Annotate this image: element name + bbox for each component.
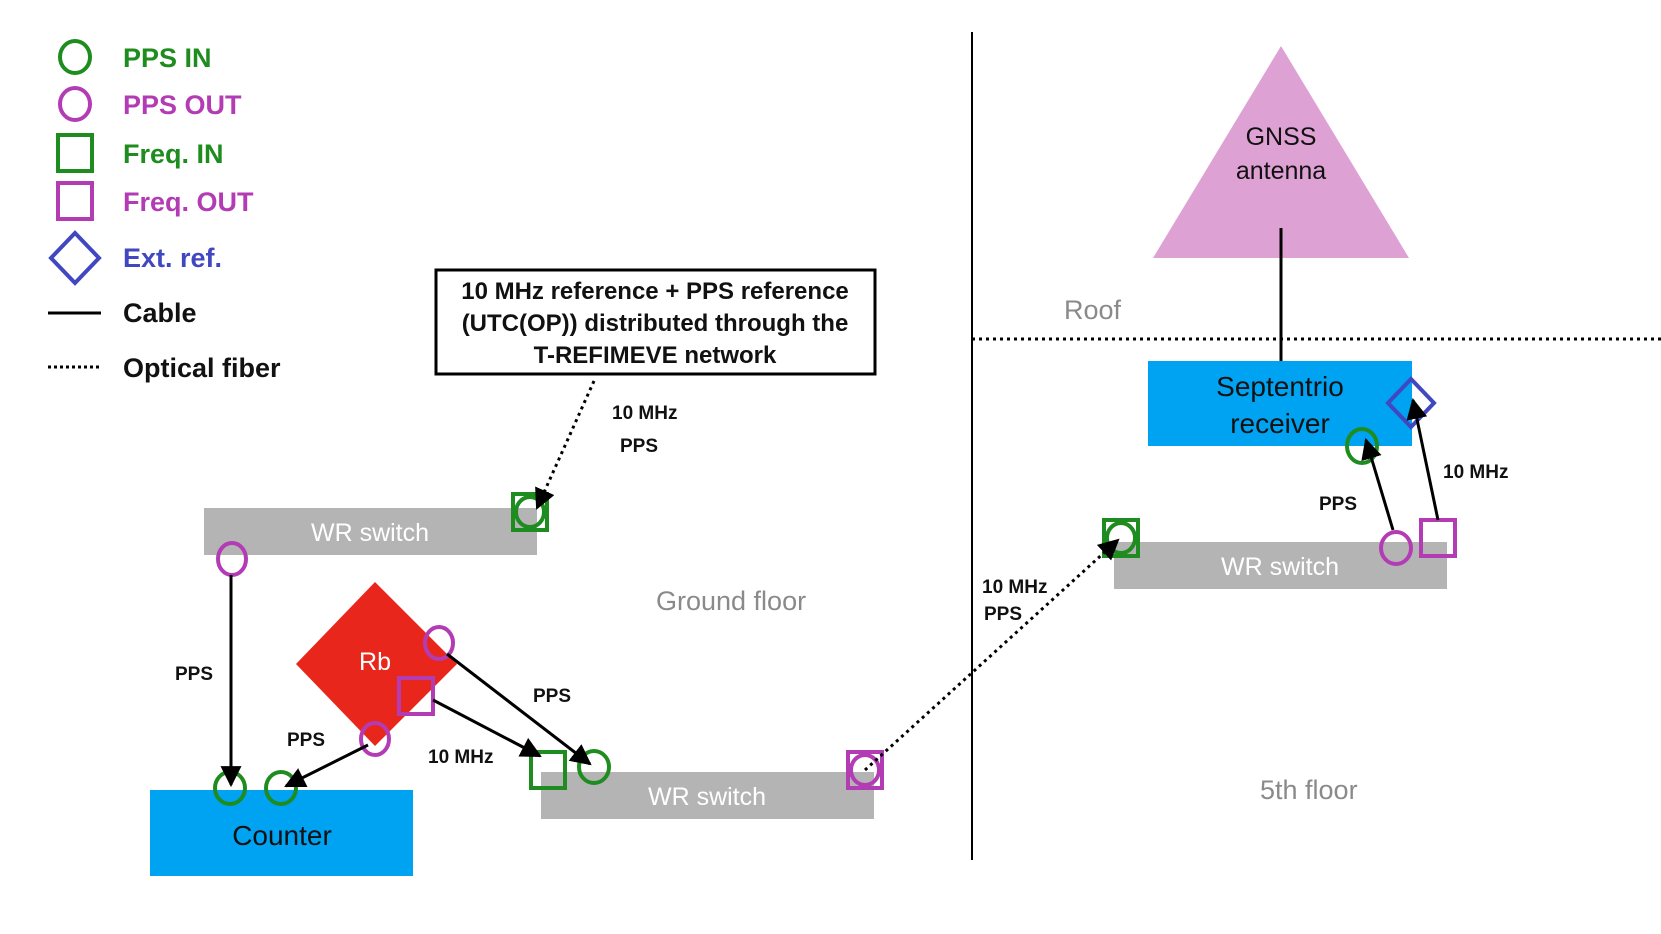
zone-ground-floor: Ground floor — [656, 586, 806, 616]
wr-switch-top-label: WR switch — [311, 519, 429, 547]
wr-switch-bottom-label: WR switch — [648, 783, 766, 811]
wr-right-pps-out-port — [1379, 530, 1413, 566]
label-rb-wr-10mhz: 10 MHz — [428, 747, 493, 768]
wr-top-freq-in-port — [511, 492, 549, 532]
septentrio-line1: Septentrio — [1216, 371, 1344, 402]
legend-freq-in-label: Freq. IN — [123, 139, 224, 169]
fiber-reference-to-wr-top — [535, 380, 596, 510]
wr-switch-right-label: WR switch — [1221, 553, 1339, 581]
legend-pps-in-label: PPS IN — [123, 43, 212, 73]
reference-box: 10 MHz reference + PPS reference (UTC(OP… — [434, 268, 877, 376]
cable-rb-to-counter — [284, 743, 369, 788]
wr-switch-bottom: WR switch — [541, 772, 874, 819]
wr-right-freq-in-port — [1102, 518, 1140, 558]
label-septentrio-10mhz: 10 MHz — [1443, 462, 1508, 483]
wr-switch-right: WR switch — [1114, 542, 1447, 589]
label-fiber-pps: PPS — [984, 604, 1022, 625]
label-ref-pps: PPS — [620, 436, 658, 457]
reference-box-line1: 10 MHz reference + PPS reference — [461, 278, 849, 305]
legend: PPS IN PPS OUT Freq. IN Freq. OUT Ext. r… — [48, 39, 281, 383]
cable-rb-pps-to-wr-bottom — [446, 652, 592, 766]
label-rb-counter-pps: PPS — [287, 730, 325, 751]
wr-switch-top: WR switch — [204, 508, 537, 555]
legend-freq-in-icon — [56, 133, 94, 173]
wr-bottom-freq-out-port — [846, 750, 884, 790]
reference-box-line2: (UTC(OP)) distributed through the — [462, 310, 849, 337]
wr-right-pps-in-port — [1105, 521, 1137, 555]
wr-bottom-freq-in-port — [529, 750, 567, 790]
legend-ext-ref-label: Ext. ref. — [123, 243, 222, 273]
label-ref-10mhz: 10 MHz — [612, 403, 677, 424]
legend-pps-in-icon — [58, 39, 92, 75]
rb-pps-out-port-1 — [423, 625, 455, 661]
legend-pps-out-label: PPS OUT — [123, 90, 242, 120]
cable-wr-right-pps-to-septentrio — [1361, 437, 1395, 531]
legend-ext-ref-icon — [48, 230, 102, 286]
label-wr-top-counter-pps: PPS — [175, 664, 213, 685]
rb-pps-out-port-2 — [359, 721, 391, 757]
counter-pps-in-port-2 — [264, 770, 298, 806]
rb-freq-out-port — [397, 676, 435, 716]
legend-cable-label: Cable — [123, 298, 197, 328]
septentrio-receiver: Septentrio receiver — [1148, 361, 1412, 446]
counter-label: Counter — [232, 820, 332, 851]
gnss-antenna-line1: GNSS — [1246, 123, 1317, 151]
label-septentrio-pps: PPS — [1319, 494, 1357, 515]
rb-label: Rb — [359, 648, 391, 676]
cable-wr-right-10mhz-to-septentrio — [1406, 397, 1440, 521]
gnss-antenna-line2: antenna — [1236, 157, 1326, 185]
rb-clock: Rb — [296, 582, 457, 746]
label-rb-wr-pps: PPS — [533, 686, 571, 707]
septentrio-line2: receiver — [1230, 408, 1330, 439]
cable-rb-10mhz-to-wr-bottom — [432, 698, 542, 758]
zone-fifth-floor: 5th floor — [1260, 775, 1358, 805]
legend-freq-out-label: Freq. OUT — [123, 187, 254, 217]
zone-roof: Roof — [1064, 295, 1122, 325]
reference-box-line3: T-REFIMEVE network — [534, 342, 777, 369]
legend-pps-out-icon — [58, 86, 92, 122]
wr-top-pps-in-port — [514, 495, 546, 529]
legend-fiber-label: Optical fiber — [123, 353, 281, 383]
wr-bottom-pps-in-port — [577, 749, 611, 785]
septentrio-ext-ref-port — [1385, 376, 1437, 430]
gnss-antenna: GNSS antenna — [1153, 46, 1409, 258]
fiber-wr-bottom-to-wr-right — [863, 538, 1120, 772]
label-fiber-10mhz: 10 MHz — [982, 577, 1047, 598]
legend-freq-out-icon — [56, 181, 94, 221]
wr-bottom-pps-out-port — [849, 753, 881, 787]
